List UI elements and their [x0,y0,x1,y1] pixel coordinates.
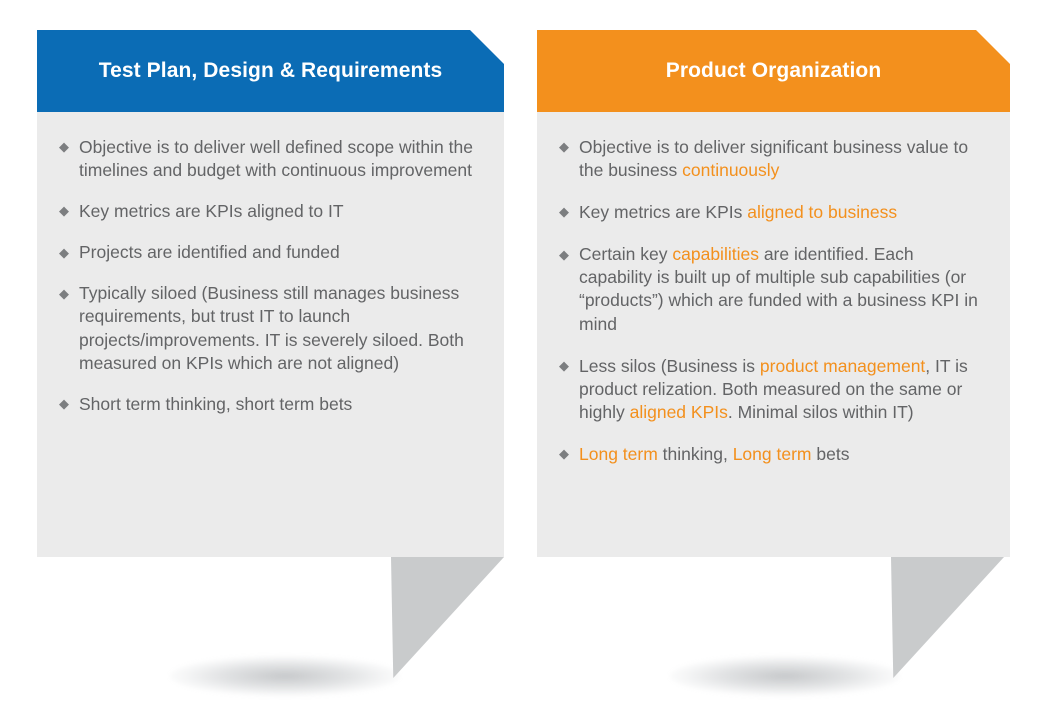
diamond-bullet-icon: ◆ [59,244,69,260]
bullet-text-highlight: continuously [682,160,780,181]
right-card-tail-shadow [670,656,900,696]
right-card-tail [891,557,1004,678]
bullet-text: Short term thinking, short term bets [79,394,352,414]
diamond-bullet-icon: ◆ [559,446,569,462]
bullet-text-highlight: capabilities [672,244,759,265]
bullet-text-segment: Certain key [579,244,673,265]
bullet-text-segment: Objective is to deliver significant busi… [579,137,969,181]
bullet-item: ◆ Long term thinking, Long term bets [559,443,988,466]
diamond-bullet-icon: ◆ [559,246,569,262]
card-product-organization: Product Organization ◆ Objective is to de… [537,30,1010,557]
bullet-text-highlight: Long term [579,443,658,464]
bullet-item: ◆ Less silos (Business is product managem… [559,355,988,424]
bullet-text-highlight: aligned KPIs [629,401,728,422]
left-card-tail [391,557,504,678]
diamond-bullet-icon: ◆ [59,285,69,301]
bullet-text: Objective is to deliver significant busi… [579,137,968,180]
bullet-text-highlight: Long term [732,443,812,464]
bullet-text: Less silos (Business is product manageme… [579,356,968,422]
bullet-text-segment: bets [811,443,850,464]
bullet-text-highlight: product management [759,355,926,376]
bullet-text-segment: Less silos (Business is [579,355,760,376]
diamond-bullet-icon: ◆ [59,139,69,155]
bullet-text: Key metrics are KPIs aligned to business [579,202,897,222]
bullet-item: ◆ Objective is to deliver significant bus… [559,136,988,182]
bullet-text: Key metrics are KPIs aligned to IT [79,201,344,221]
bullet-text-segment: Key metrics are KPIs [579,202,748,223]
bullet-item: ◆ Objective is to deliver well defined sc… [59,136,482,182]
diamond-bullet-icon: ◆ [559,204,569,220]
bullet-list-left: ◆ Objective is to deliver well defined sc… [59,136,482,416]
card-test-plan-design-requirements: Test Plan, Design & Requirements ◆ Object… [37,30,504,557]
bullet-item: ◆ Short term thinking, short term bets [59,393,482,416]
bullet-item: ◆ Key metrics are KPIs aligned to IT [59,200,482,223]
bullet-text-segment: , IT is product relization. Both measure… [579,355,968,422]
bullet-text-segment: Projects are identified and funded [79,242,340,263]
left-card-tail-shadow [170,656,400,696]
bullet-text-segment: are identified. Each capability is built… [579,244,978,334]
diamond-bullet-icon: ◆ [559,357,569,373]
card-header-right: Product Organization [537,30,1010,112]
diamond-bullet-icon: ◆ [59,396,69,411]
card-header-title-left: Test Plan, Design & Requirements [98,59,443,83]
bullet-item: ◆ Certain key capabilities are identified… [559,243,988,335]
bullet-text-segment: Short term thinking, short term bets [79,393,353,414]
bullet-text: Typically siloed (Business still manages… [79,283,464,372]
bullet-text-segment: Typically siloed (Business still manages… [79,283,464,373]
bullet-text-highlight: aligned to business [747,202,898,223]
bullet-item: ◆ Typically siloed (Business still manage… [59,282,482,374]
bullet-text: Objective is to deliver well defined sco… [79,137,473,180]
diamond-bullet-icon: ◆ [559,139,569,155]
bullet-text: Projects are identified and funded [79,242,340,262]
card-header-left: Test Plan, Design & Requirements [37,30,504,112]
card-body-right: ◆ Objective is to deliver significant bus… [537,112,1010,557]
bullet-list-right: ◆ Objective is to deliver significant bus… [559,136,988,466]
card-header-title-right: Product Organization [665,59,882,83]
bullet-text: Certain key capabilities are identified.… [579,244,978,333]
bullet-text-segment: thinking, [657,443,733,464]
card-body-left: ◆ Objective is to deliver well defined sc… [37,112,504,557]
bullet-item: ◆ Projects are identified and funded [59,241,482,264]
diamond-bullet-icon: ◆ [59,203,69,219]
bullet-text: Long term thinking, Long term bets [579,444,849,464]
bullet-text-segment: Key metrics are KPIs aligned to IT [79,201,344,222]
bullet-text-segment: . Minimal silos within IT) [727,401,914,422]
bullet-text-segment: Objective is to deliver well defined sco… [79,137,473,181]
bullet-item: ◆ Key metrics are KPIs aligned to busines… [559,201,988,224]
